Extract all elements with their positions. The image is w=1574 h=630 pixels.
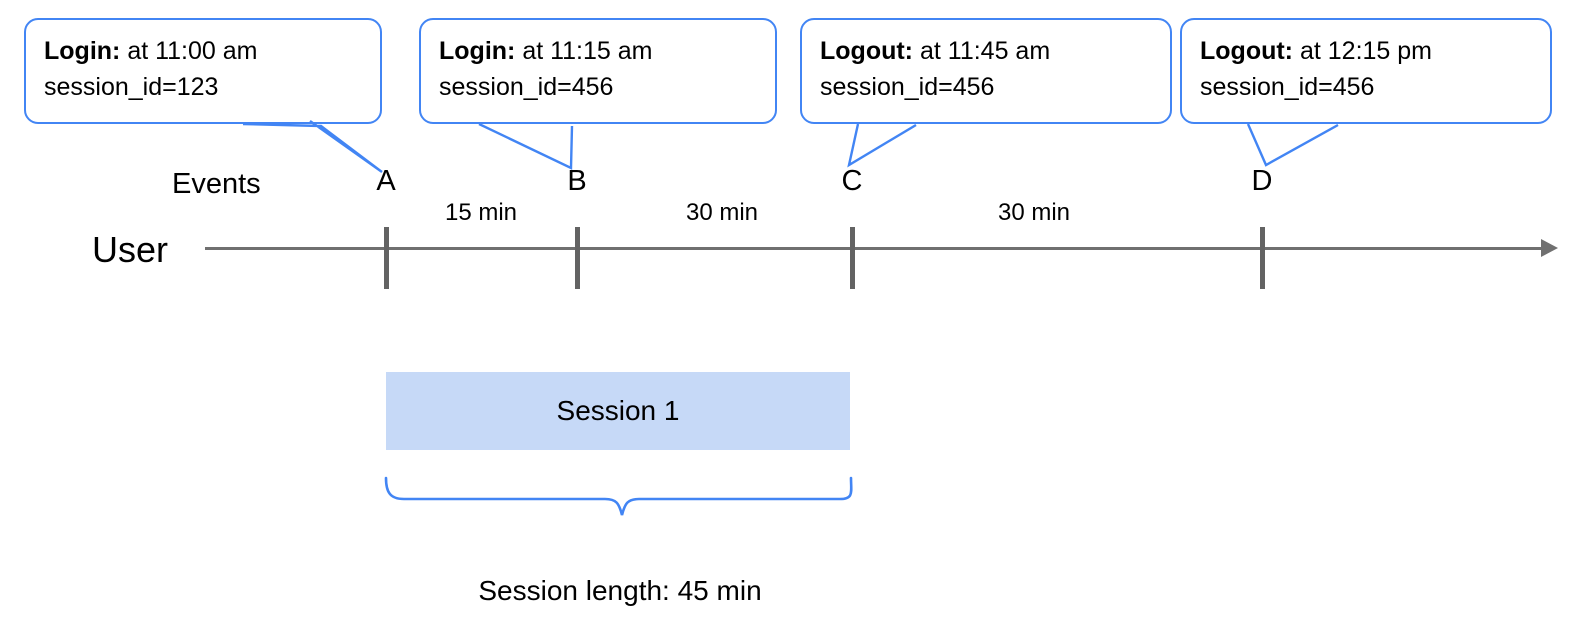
interval-label-a-b: 15 min: [444, 199, 518, 226]
session-length-caption: Session length: 45 min: [478, 575, 762, 606]
event-label-a: A: [376, 165, 396, 197]
event-tick-b: [575, 227, 580, 289]
interval-label-b-c: 30 min: [685, 199, 759, 226]
callout-d-kind: Logout:: [1200, 37, 1294, 65]
callout-bubble-b: Login: at 11:15 am session_id=456: [419, 18, 777, 124]
event-label-d: D: [1251, 165, 1273, 197]
timeline-axis-arrowhead: [1541, 239, 1558, 257]
session-bar-1: Session 1: [386, 372, 850, 450]
event-tick-c: [850, 227, 855, 289]
callout-b-kind: Login:: [439, 37, 516, 65]
callout-bubble-d: Logout: at 12:15 pm session_id=456: [1180, 18, 1552, 124]
callout-a-time: at 11:00 am: [127, 37, 258, 65]
callout-c-session: session_id=456: [820, 72, 995, 101]
interval-label-c-d: 30 min: [997, 199, 1071, 226]
event-tick-d: [1260, 227, 1265, 289]
lane-label-user: User: [92, 229, 169, 270]
event-label-b: B: [567, 165, 587, 197]
callout-b-session: session_id=456: [439, 72, 614, 101]
lane-label-events: Events: [172, 168, 261, 200]
event-tick-a: [384, 227, 389, 289]
callout-bubble-a: Login: at 11:00 am session_id=123: [24, 18, 382, 124]
callout-bubble-c: Logout: at 11:45 am session_id=456: [800, 18, 1172, 124]
callout-b-time: at 11:15 am: [522, 37, 653, 65]
callout-d-session: session_id=456: [1200, 72, 1375, 101]
timeline-axis: [205, 247, 1545, 250]
callout-a-session: session_id=123: [44, 72, 219, 101]
event-label-c: C: [841, 165, 863, 197]
callout-d-time: at 12:15 pm: [1299, 37, 1432, 65]
callout-a-kind: Login:: [44, 37, 121, 65]
session-bar-label: Session 1: [556, 395, 680, 426]
callout-c-kind: Logout:: [820, 37, 914, 65]
callout-c-time: at 11:45 am: [919, 37, 1051, 65]
